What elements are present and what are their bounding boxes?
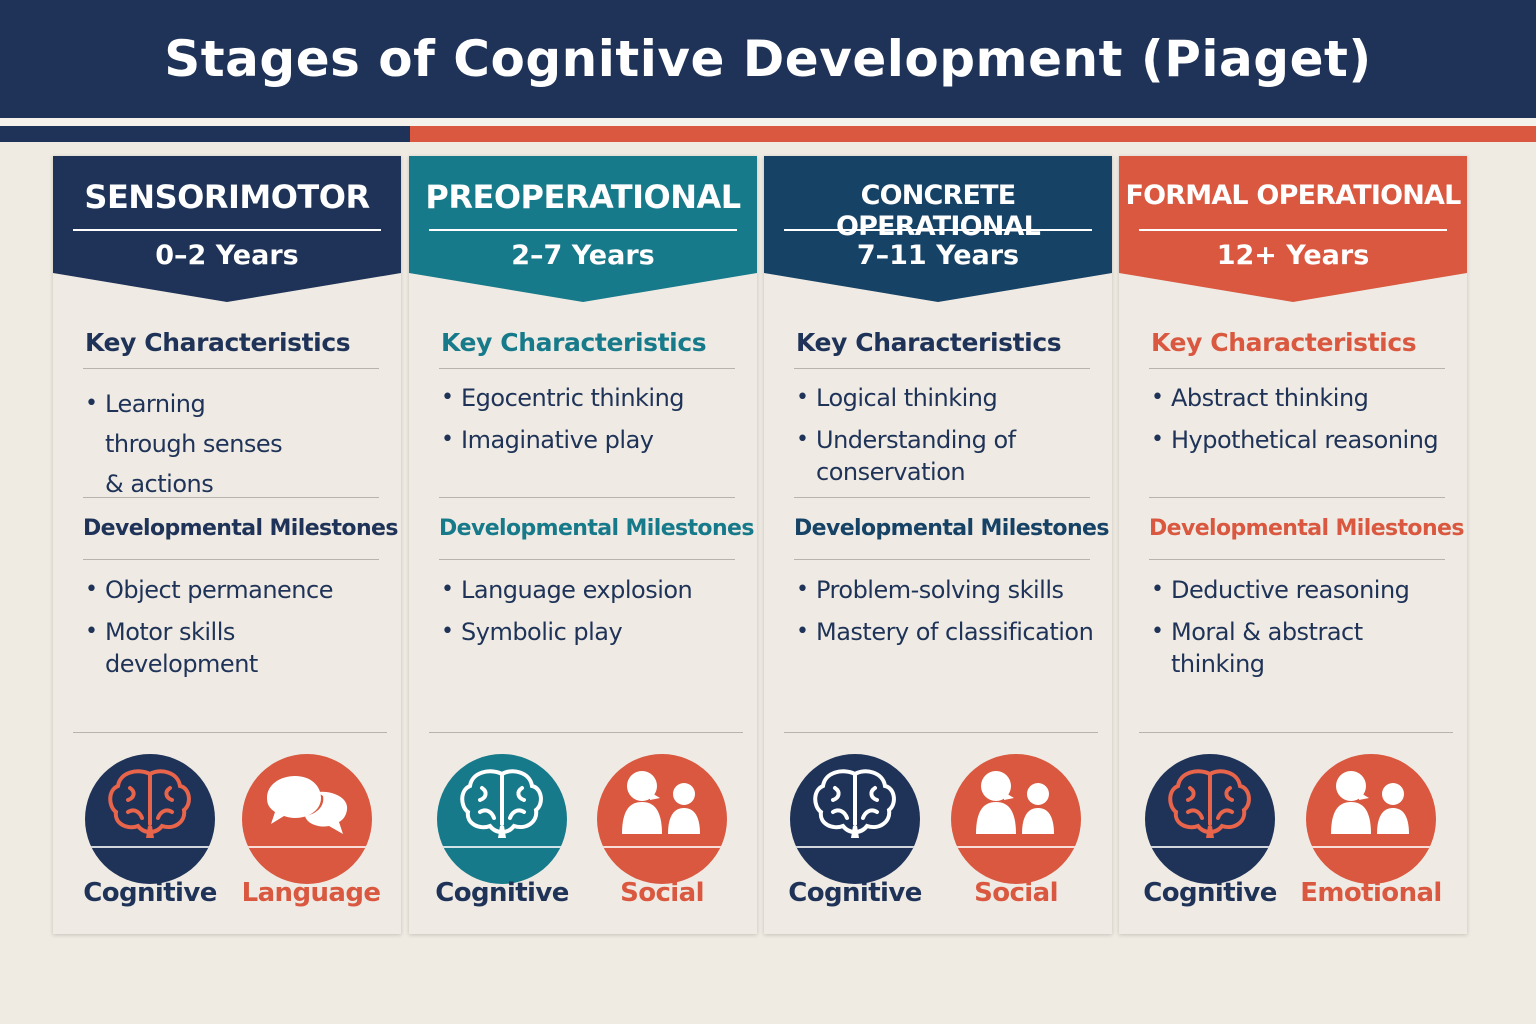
list-item: Imaginative play	[441, 424, 747, 456]
stage-header: CONCRETE OPERATIONAL 7–11 Years	[764, 156, 1112, 302]
brain-icon	[85, 754, 215, 884]
brain-icon	[437, 754, 567, 884]
stage-name: CONCRETE OPERATIONAL	[835, 180, 1041, 242]
section-rule	[439, 497, 735, 498]
characteristics-list: Logical thinking Understanding of conser…	[796, 382, 1102, 498]
section-rule	[83, 368, 379, 369]
milestones-list: Problem-solving skills Mastery of classi…	[796, 574, 1102, 658]
list-item: Symbolic play	[441, 616, 747, 648]
stage-card-sensorimotor: SENSORIMOTOR 0–2 Years Key Characteristi…	[53, 156, 401, 934]
section-rule	[1149, 497, 1445, 498]
icon-label: Social	[620, 878, 704, 908]
icon-baseline	[437, 846, 567, 848]
list-item: Problem-solving skills	[796, 574, 1102, 606]
icon-baseline	[1306, 846, 1436, 848]
milestones-list: Deductive reasoning Moral & abstract thi…	[1151, 574, 1457, 690]
icon-label: Cognitive	[435, 878, 569, 908]
icon-baseline	[597, 846, 727, 848]
section-rule	[439, 368, 735, 369]
stage-card-formal-operational: FORMAL OPERATIONAL 12+ Years Key Charact…	[1119, 156, 1467, 934]
characteristics-heading: Key Characteristics	[796, 328, 1062, 357]
list-item: Understanding of conservation	[796, 424, 1102, 488]
people-icon	[951, 754, 1081, 884]
header-banner: Stages of Cognitive Development (Piaget)	[0, 0, 1536, 118]
footer-rule	[1139, 732, 1453, 733]
list-item: Moral & abstract thinking	[1151, 616, 1457, 680]
characteristics-heading: Key Characteristics	[85, 328, 351, 357]
icon-label: Cognitive	[1143, 878, 1277, 908]
icon-baseline	[790, 846, 920, 848]
list-item: Deductive reasoning	[1151, 574, 1457, 606]
brain-icon	[790, 754, 920, 884]
header-rule	[784, 229, 1092, 231]
characteristics-list: Learning through senses & actions	[85, 384, 391, 514]
icon-baseline	[1145, 846, 1275, 848]
stage-card-preoperational: PREOPERATIONAL 2–7 Years Key Characteris…	[409, 156, 757, 934]
icon-label: Cognitive	[83, 878, 217, 908]
stage-age: 7–11 Years	[856, 240, 1020, 271]
icon-label: Cognitive	[788, 878, 922, 908]
stage-age: 0–2 Years	[155, 240, 299, 271]
people-icon	[597, 754, 727, 884]
characteristics-heading: Key Characteristics	[441, 328, 707, 357]
list-item: Mastery of classification	[796, 616, 1102, 648]
milestones-heading: Developmental Milestones	[439, 516, 754, 541]
header-rule	[429, 229, 737, 231]
section-rule	[1149, 368, 1445, 369]
stage-age: 12+ Years	[1216, 240, 1370, 271]
speech-bubbles-icon	[242, 754, 372, 884]
list-item: Learning through senses & actions	[85, 384, 391, 504]
list-item: Language explosion	[441, 574, 747, 606]
stage-header: FORMAL OPERATIONAL 12+ Years	[1119, 156, 1467, 302]
section-rule	[1149, 559, 1445, 560]
milestones-heading: Developmental Milestones	[1149, 516, 1464, 541]
icon-baseline	[85, 846, 215, 848]
list-item: Object permanence	[85, 574, 391, 606]
icon-label: Emotional	[1300, 878, 1442, 908]
characteristics-list: Abstract thinking Hypothetical reasoning	[1151, 382, 1457, 466]
header-divider	[0, 118, 1536, 126]
accent-stripe-coral	[410, 126, 1536, 142]
footer-rule	[429, 732, 743, 733]
stage-header: PREOPERATIONAL 2–7 Years	[409, 156, 757, 302]
milestones-heading: Developmental Milestones	[794, 516, 1109, 541]
stage-age: 2–7 Years	[511, 240, 655, 271]
section-rule	[794, 559, 1090, 560]
icon-baseline	[242, 846, 372, 848]
list-item: Abstract thinking	[1151, 382, 1457, 414]
stage-card-concrete-operational: CONCRETE OPERATIONAL 7–11 Years Key Char…	[764, 156, 1112, 934]
stage-name: FORMAL OPERATIONAL	[1125, 180, 1461, 211]
list-item: Motor skills development	[85, 616, 391, 680]
people-icon	[1306, 754, 1436, 884]
section-rule	[439, 559, 735, 560]
icon-baseline	[951, 846, 1081, 848]
page-title: Stages of Cognitive Development (Piaget)	[164, 30, 1372, 88]
icon-label: Social	[974, 878, 1058, 908]
characteristics-heading: Key Characteristics	[1151, 328, 1417, 357]
stage-name: SENSORIMOTOR	[84, 178, 370, 216]
footer-rule	[784, 732, 1098, 733]
stage-name: PREOPERATIONAL	[425, 178, 741, 216]
milestones-list: Object permanence Motor skills developme…	[85, 574, 391, 690]
list-item: Egocentric thinking	[441, 382, 747, 414]
header-rule	[1139, 229, 1447, 231]
section-rule	[794, 368, 1090, 369]
milestones-list: Language explosion Symbolic play	[441, 574, 747, 658]
icon-label: Language	[241, 878, 381, 908]
header-rule	[73, 229, 381, 231]
section-rule	[83, 497, 379, 498]
characteristics-list: Egocentric thinking Imaginative play	[441, 382, 747, 466]
section-rule	[794, 497, 1090, 498]
accent-stripe-navy	[0, 126, 410, 142]
brain-icon	[1145, 754, 1275, 884]
milestones-heading: Developmental Milestones	[83, 516, 398, 541]
footer-rule	[73, 732, 387, 733]
stage-header: SENSORIMOTOR 0–2 Years	[53, 156, 401, 302]
list-item: Hypothetical reasoning	[1151, 424, 1457, 456]
section-rule	[83, 559, 379, 560]
list-item: Logical thinking	[796, 382, 1102, 414]
